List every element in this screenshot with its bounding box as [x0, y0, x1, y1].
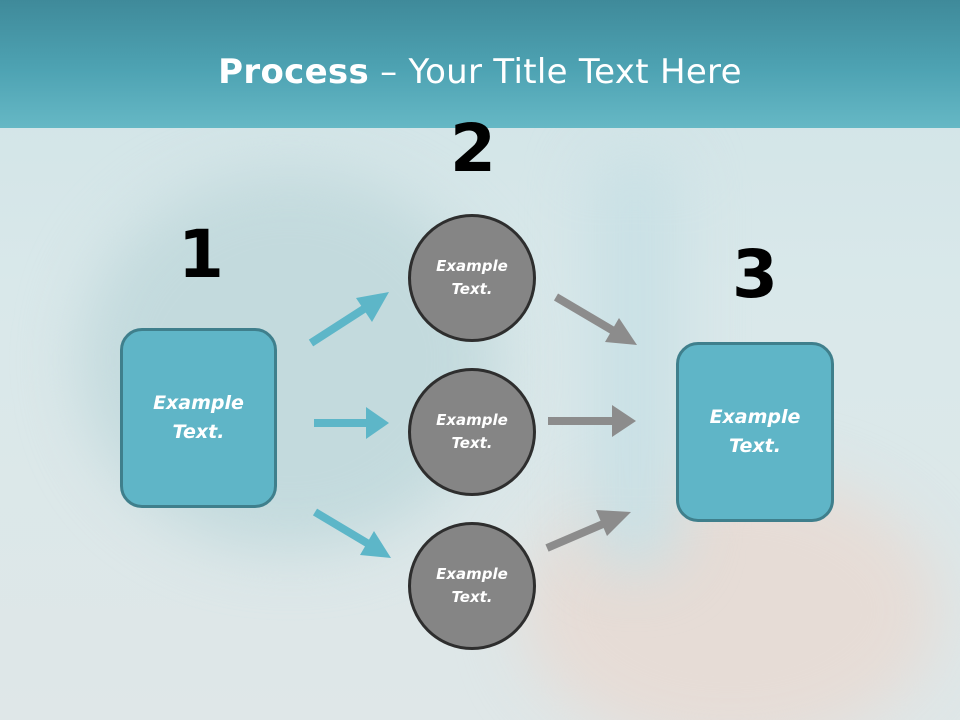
- arrow-left-down: [312, 508, 391, 558]
- circle-bottom: Example Text.: [408, 522, 536, 650]
- arrow-left-up: [308, 292, 389, 347]
- circle-middle-label: Example Text.: [436, 411, 508, 452]
- step-number-1: 1: [178, 216, 224, 293]
- step-number-3: 3: [732, 236, 778, 313]
- arrow-left-middle: [314, 407, 389, 439]
- title-rest: – Your Title Text Here: [369, 52, 742, 92]
- step3-box-label: Example Text.: [709, 406, 801, 457]
- circle-middle: Example Text.: [408, 368, 536, 496]
- slide-title: Process – Your Title Text Here: [0, 52, 960, 92]
- header-band: [0, 0, 960, 128]
- title-bold: Process: [218, 52, 370, 92]
- arrow-right-middle: [548, 405, 636, 437]
- step3-box: Example Text.: [676, 342, 834, 522]
- circle-top: Example Text.: [408, 214, 536, 342]
- step-number-2: 2: [450, 110, 496, 187]
- step1-box-label: Example Text.: [153, 392, 244, 443]
- step1-box: Example Text.: [120, 328, 277, 508]
- arrow-right-down: [553, 293, 637, 345]
- circle-top-label: Example Text.: [436, 257, 508, 298]
- circle-bottom-label: Example Text.: [436, 565, 508, 606]
- background-blur-tube: [590, 150, 680, 570]
- arrow-right-up: [545, 510, 631, 552]
